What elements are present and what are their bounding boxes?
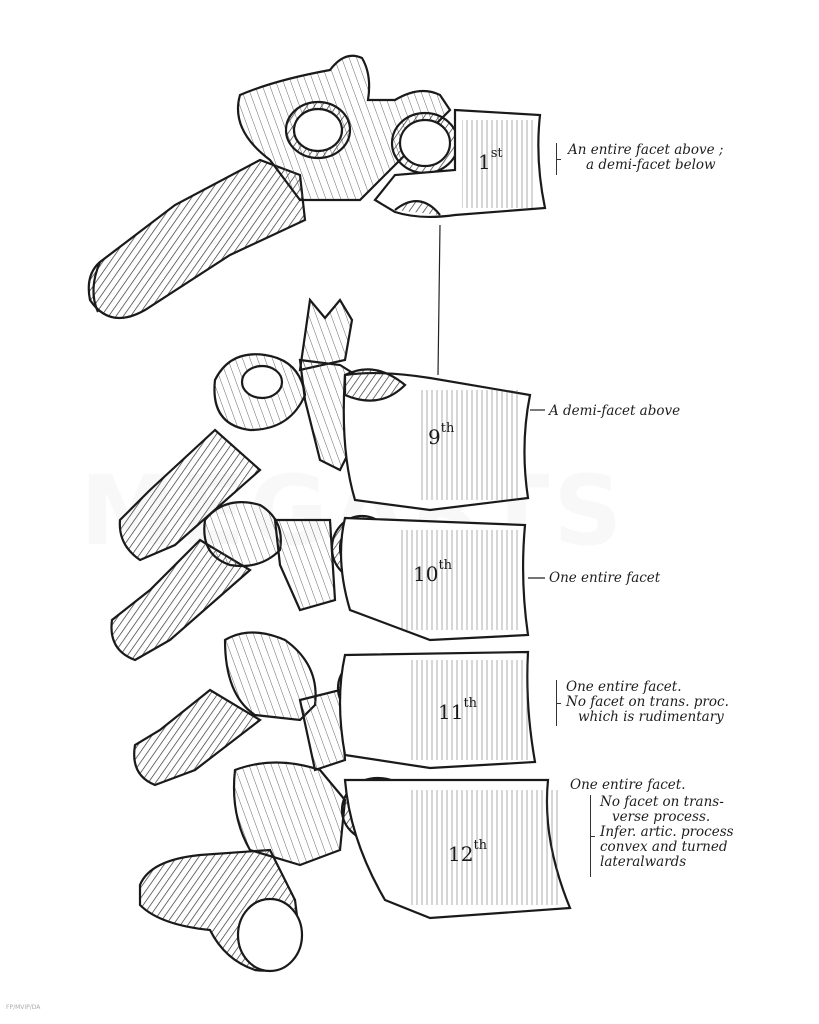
vertebra-10th	[110, 501, 530, 662]
vertebra-12th	[138, 761, 572, 973]
brace-11th	[556, 680, 562, 726]
label-1st: 1st	[478, 146, 503, 174]
brace-1st	[556, 143, 562, 175]
vertebra-1st	[87, 54, 547, 320]
label-11th: 11th	[438, 696, 478, 724]
annotation-12th-line1: One entire facet.	[570, 777, 686, 793]
stock-id: FP/MVIP/DA	[6, 1004, 41, 1011]
label-10th: 10th	[413, 558, 453, 586]
annotation-11th: One entire facet. No facet on trans. pro…	[566, 679, 729, 725]
vertebra-11th	[133, 631, 537, 787]
annotation-10th: One entire facet	[549, 570, 661, 586]
annotation-1st: An entire facet above ; a demi-facet bel…	[568, 142, 724, 173]
brace-12th	[590, 795, 596, 877]
label-12th: 12th	[448, 838, 488, 866]
vertebra-9th	[118, 297, 532, 562]
label-9th: 9th	[428, 421, 455, 449]
annotation-9th: A demi-facet above	[549, 403, 681, 419]
annotation-12th-details: No facet on trans- verse process. Infer.…	[600, 794, 734, 870]
